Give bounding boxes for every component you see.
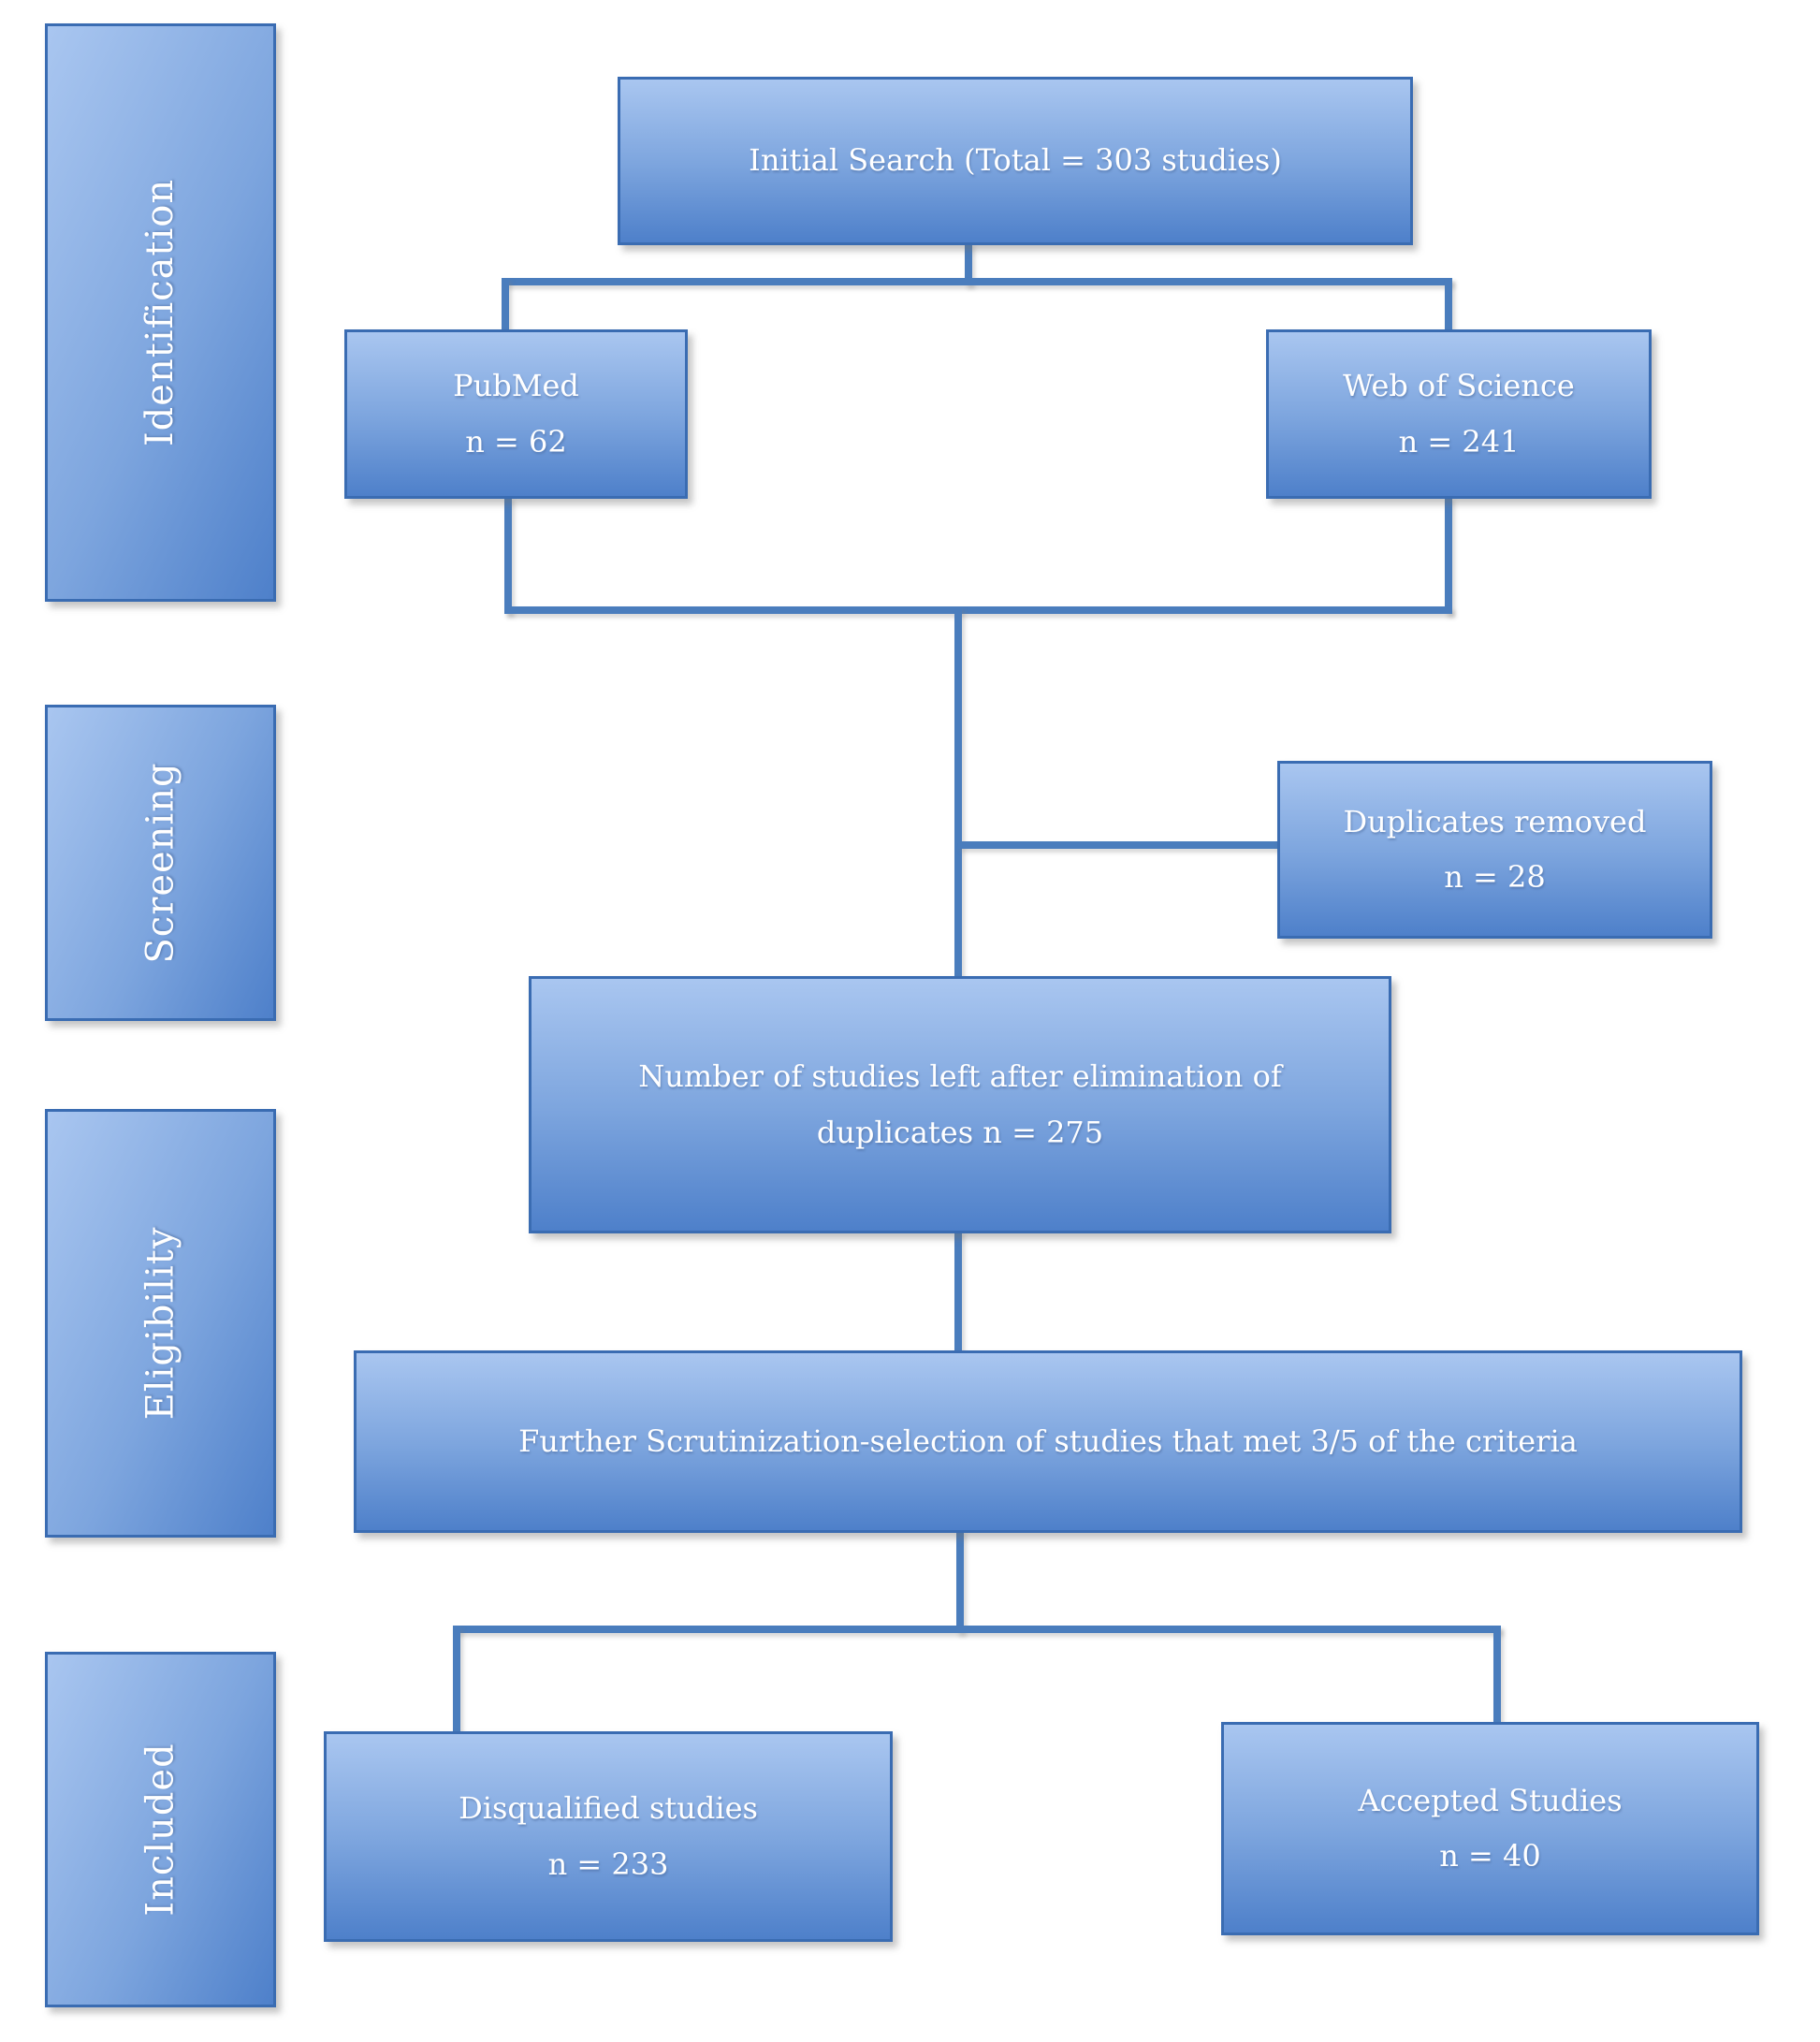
node-initial-search-title: Initial Search (Total = 303 studies) [749,142,1282,179]
node-disqualified-studies-title: Disqualified studies [459,1790,758,1827]
connector-split2-bar [453,1626,1501,1633]
connector-split2-left-down [453,1626,460,1734]
node-disqualified-studies-count: n = 233 [547,1845,669,1882]
node-further-scrutinization: Further Scrutinization-selection of stud… [354,1350,1742,1533]
node-after-duplicates: Number of studies left after elimination… [529,976,1391,1233]
connector-further-down [956,1529,964,1633]
connector-initial-down [965,242,972,285]
stage-included: Included [45,1652,276,2007]
stage-identification: Identification [45,23,276,602]
node-accepted-studies-count: n = 40 [1439,1838,1541,1874]
node-disqualified-studies: Disqualified studies n = 233 [324,1731,893,1942]
node-pubmed-count: n = 62 [465,423,567,459]
node-accepted-studies: Accepted Studies n = 40 [1221,1722,1759,1935]
stage-included-label: Included [138,1743,182,1917]
connector-duplicates-branch [958,841,1281,849]
connector-split1-right-down [1445,278,1452,332]
connector-split1-left-down [502,278,509,332]
connector-split1-bar [502,278,1452,285]
node-pubmed: PubMed n = 62 [344,329,688,499]
connector-center-down [954,606,962,981]
node-duplicates-removed-title: Duplicates removed [1343,803,1647,839]
connector-pubmed-down [504,496,512,614]
connector-split2-right-down [1493,1626,1501,1725]
stage-identification-label: Identification [138,178,182,447]
stage-eligibility: Eligibility [45,1109,276,1538]
connector-wos-down [1445,496,1452,614]
connector-merge-bar [504,606,1452,614]
stage-screening-label: Screening [138,762,182,964]
node-web-of-science: Web of Science n = 241 [1266,329,1652,499]
node-pubmed-title: PubMed [453,368,579,404]
node-further-scrutinization-title: Further Scrutinization-selection of stud… [518,1422,1578,1459]
node-web-of-science-title: Web of Science [1343,368,1575,404]
node-duplicates-removed-count: n = 28 [1444,859,1546,895]
stage-screening: Screening [45,705,276,1021]
node-initial-search: Initial Search (Total = 303 studies) [618,77,1413,245]
node-duplicates-removed: Duplicates removed n = 28 [1277,761,1712,939]
connector-afterdup-down [954,1230,962,1353]
node-accepted-studies-title: Accepted Studies [1358,1782,1623,1818]
node-web-of-science-count: n = 241 [1398,423,1520,459]
stage-eligibility-label: Eligibility [138,1226,182,1421]
node-after-duplicates-title: Number of studies left after elimination… [638,1058,1282,1150]
